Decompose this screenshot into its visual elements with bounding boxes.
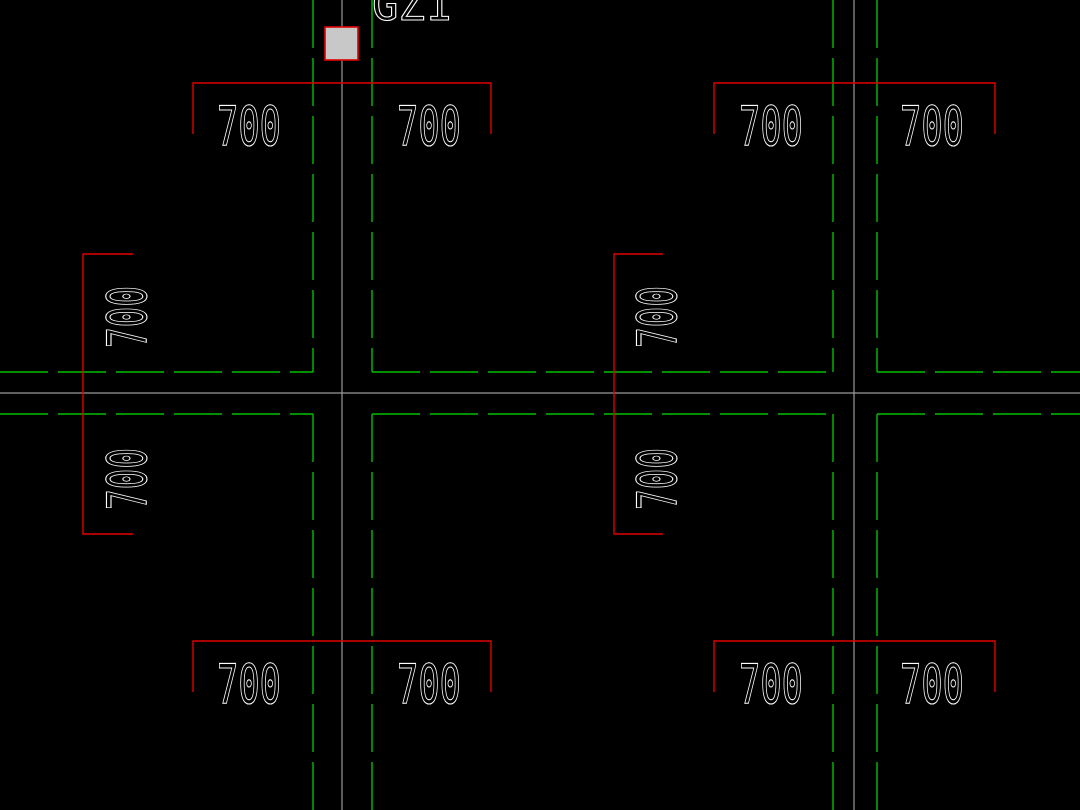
dimension-label-vertical: 700	[96, 448, 159, 510]
dimension-bracket-bottom-left	[192, 640, 492, 692]
dimension-label: 700	[900, 653, 964, 716]
dimension-label-vertical: 700	[626, 286, 689, 348]
dimension-label: 700	[217, 653, 281, 716]
dimension-label-vertical: 700	[96, 286, 159, 348]
dimension-bracket-middle-vertical	[613, 253, 663, 535]
dimension-label: 700	[397, 95, 461, 158]
dimension-label: 700	[217, 95, 281, 158]
column-gz1[interactable]	[324, 26, 359, 61]
dimension-bracket-left-vertical	[82, 253, 133, 535]
dimension-labels: 700 700 700 700 700 700 700 700 700 700 …	[95, 94, 964, 716]
dimension-label: 700	[739, 653, 803, 716]
dimension-bracket-bottom-right	[713, 640, 996, 692]
dimension-label: 700	[397, 653, 461, 716]
dimension-label: 700	[900, 95, 964, 158]
dimension-brackets	[82, 82, 996, 692]
column-tag-label: GZ1	[372, 0, 451, 31]
dimension-bracket-top-left	[192, 82, 492, 134]
dimension-bracket-top-right	[713, 82, 996, 134]
dimension-label: 700	[739, 95, 803, 158]
dimension-label-vertical: 700	[626, 448, 689, 510]
